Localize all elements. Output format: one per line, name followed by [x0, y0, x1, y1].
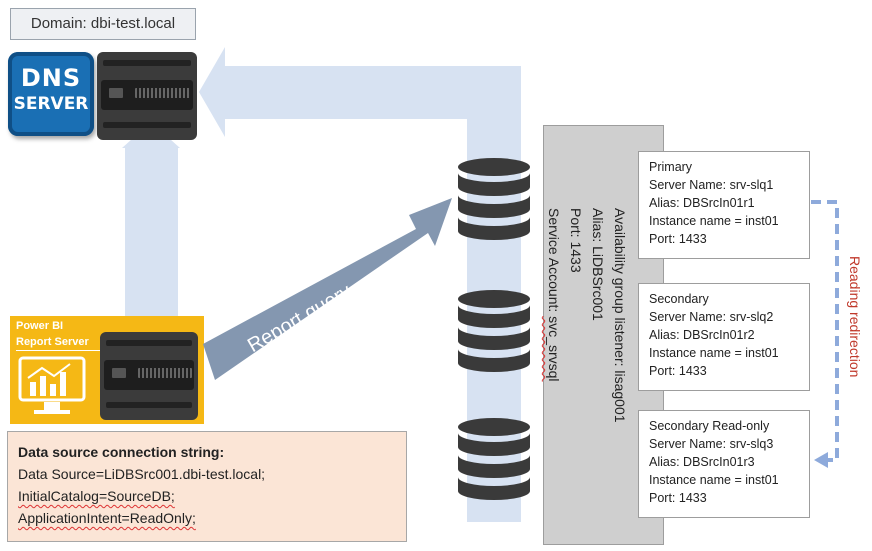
replica-server: Server Name: srv-slq2 [649, 310, 774, 324]
report-server-label: Report Server [16, 336, 89, 348]
replica-secondary-readonly: Secondary Read-only Server Name: srv-slq… [638, 410, 810, 518]
database-icon-primary [456, 157, 532, 249]
connection-line-data-source: Data Source=LiDBSrc001.dbi-test.local; [18, 466, 266, 482]
replica-role: Secondary [649, 292, 709, 306]
connection-line-initial-catalog: InitialCatalog=SourceDB; [18, 488, 175, 504]
connection-line-application-intent: ApplicationIntent=ReadOnly; [18, 510, 196, 526]
domain-label: Domain: dbi-test.local [10, 8, 196, 40]
replica-secondary: Secondary Server Name: srv-slq2 Alias: D… [638, 283, 810, 391]
replica-instance: Instance name = inst01 [649, 346, 779, 360]
powerbi-report-server-logo: Power BI Report Server [10, 316, 204, 424]
dns-logo-line2: SERVER [13, 94, 89, 114]
database-icon-secondary [456, 289, 532, 381]
reading-redirection-label: Reading redirection [847, 256, 863, 378]
dns-logo-line1: DNS [20, 64, 82, 92]
powerbi-label: Power BI [16, 320, 64, 332]
replica-role: Primary [649, 160, 693, 174]
replica-port: Port: 1433 [649, 491, 707, 505]
dns-server-logo: DNS SERVER [8, 52, 94, 136]
database-icon-readonly [456, 417, 532, 509]
replica-server: Server Name: srv-slq3 [649, 437, 774, 451]
replica-alias: Alias: DBSrcIn01r1 [649, 196, 755, 210]
chart-monitor-icon [18, 356, 86, 414]
connection-title: Data source connection string: [18, 444, 225, 460]
replica-instance: Instance name = inst01 [649, 473, 779, 487]
replica-role: Secondary Read-only [649, 419, 770, 433]
replica-alias: Alias: DBSrcIn01r2 [649, 328, 755, 342]
dns-server-icon [97, 52, 197, 140]
replica-instance: Instance name = inst01 [649, 214, 779, 228]
replica-primary: Primary Server Name: srv-slq1 Alias: DBS… [638, 151, 810, 259]
flow-band-left-vertical [125, 148, 178, 316]
replica-alias: Alias: DBSrcIn01r3 [649, 455, 755, 469]
replica-port: Port: 1433 [649, 364, 707, 378]
connection-string-box: Data source connection string: Data Sour… [7, 431, 407, 542]
replica-server: Server Name: srv-slq1 [649, 178, 774, 192]
replica-port: Port: 1433 [649, 232, 707, 246]
report-server-icon [100, 332, 198, 420]
